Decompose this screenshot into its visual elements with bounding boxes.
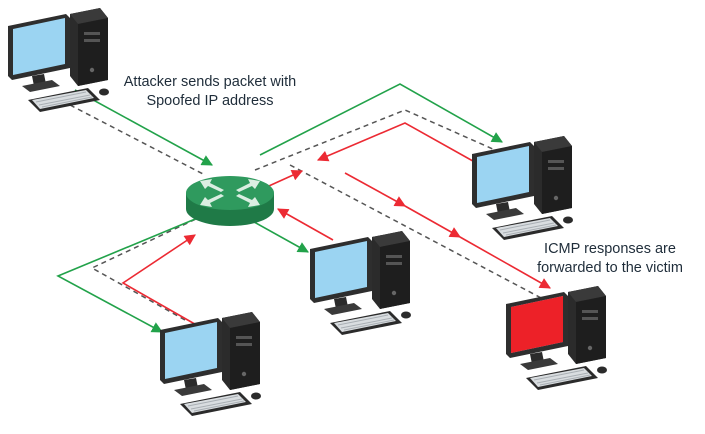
red-arrow-from-bottom-left — [121, 234, 201, 328]
attacker-caption-line1: Attacker sends packet with — [123, 74, 297, 90]
attacker-computer-icon — [7, 7, 110, 113]
red-arrow-to-victim-1 — [344, 172, 406, 207]
bottom-left-computer-icon — [159, 311, 262, 417]
dashed-cables — [69, 104, 546, 321]
cable-router-victim — [289, 164, 546, 301]
top-right-computer-icon — [471, 135, 574, 241]
attacker-caption-line2: Spoofed IP address — [146, 93, 274, 109]
red-arrow-to-victim-3 — [459, 236, 551, 289]
green-arrow-to-top-right — [259, 83, 503, 156]
red-arrow-from-top-right — [316, 122, 481, 166]
attacker-caption: Attacker sends packet with Spoofed IP ad… — [110, 73, 310, 111]
green-arrow-to-middle — [253, 221, 309, 253]
icmp-caption-line1: ICMP responses are — [544, 241, 676, 257]
red-arrow-from-middle — [277, 208, 334, 241]
cable-attacker-router — [69, 104, 206, 176]
attack-flows — [56, 83, 503, 333]
icmp-caption: ICMP responses are forwarded to the vict… — [520, 240, 700, 278]
green-arrow-to-bottom-left — [56, 216, 201, 333]
middle-computer-icon — [309, 230, 412, 336]
cable-router-tr — [254, 109, 496, 171]
green-arrow-to-router — [74, 89, 213, 166]
victim-computer-icon — [505, 285, 608, 391]
red-arrow-to-victim-2 — [404, 205, 461, 238]
icmp-flows — [121, 122, 551, 328]
icmp-caption-line2: forwarded to the victim — [537, 260, 683, 276]
router-icon — [186, 176, 274, 226]
